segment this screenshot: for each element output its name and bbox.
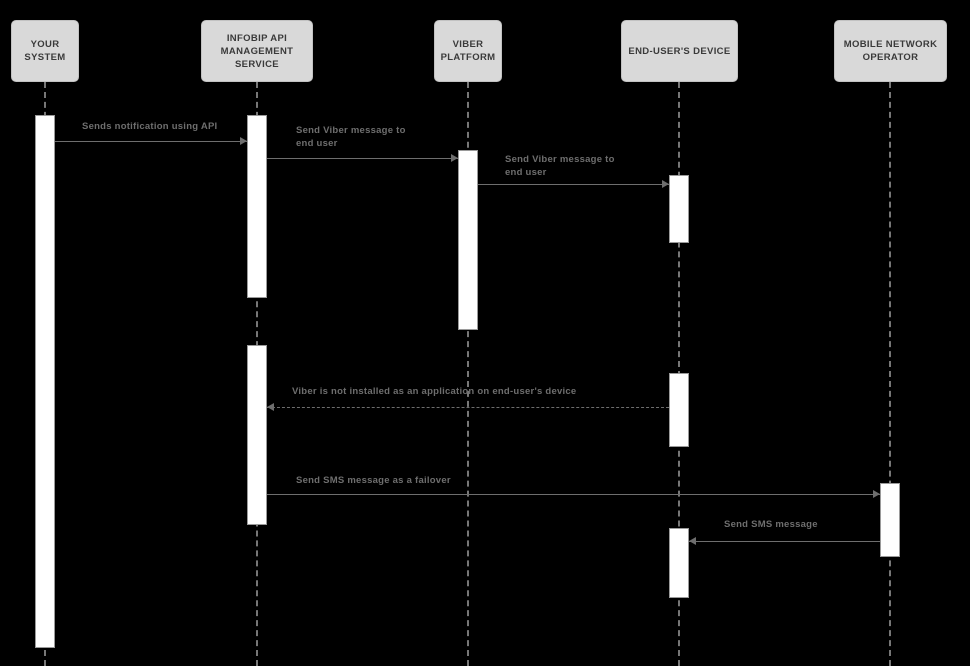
activation-bar-mno: [880, 483, 900, 557]
activation-bar-end-user: [669, 373, 689, 447]
participant-end-user[interactable]: END-USER'S DEVICE: [621, 20, 738, 82]
arrow-head-msg-3: [662, 180, 669, 188]
message-label-msg-4: Viber is not installed as an application…: [292, 386, 577, 397]
message-line-msg-5: [267, 494, 880, 495]
message-label-msg-6: Send SMS message: [724, 519, 818, 530]
participant-infobip-api[interactable]: INFOBIP API MANAGEMENT SERVICE: [201, 20, 313, 82]
message-line-msg-3: [478, 184, 669, 185]
activation-bar-infobip-api: [247, 345, 267, 525]
message-label-msg-5: Send SMS message as a failover: [296, 475, 451, 486]
participant-mno[interactable]: MOBILE NETWORK OPERATOR: [834, 20, 947, 82]
activation-bar-viber: [458, 150, 478, 330]
message-line-msg-4: [267, 407, 669, 408]
activation-bar-end-user: [669, 528, 689, 598]
message-line-msg-6: [689, 541, 880, 542]
message-label-msg-2: Send Viber message to end user: [296, 125, 406, 149]
arrow-head-msg-1: [240, 137, 247, 145]
arrow-head-msg-6: [689, 537, 696, 545]
participant-viber[interactable]: VIBER PLATFORM: [434, 20, 502, 82]
activation-bar-end-user: [669, 175, 689, 243]
arrow-head-msg-2: [451, 154, 458, 162]
message-line-msg-1: [55, 141, 247, 142]
message-label-msg-3: Send Viber message to end user: [505, 154, 615, 178]
message-label-msg-1: Sends notification using API: [82, 121, 218, 132]
activation-bar-your-system: [35, 115, 55, 648]
participant-your-system[interactable]: YOUR SYSTEM: [11, 20, 79, 82]
lifeline-mno: [889, 82, 891, 666]
activation-bar-infobip-api: [247, 115, 267, 298]
arrow-head-msg-4: [267, 403, 274, 411]
arrow-head-msg-5: [873, 490, 880, 498]
lifeline-viber: [467, 82, 469, 666]
message-line-msg-2: [267, 158, 458, 159]
